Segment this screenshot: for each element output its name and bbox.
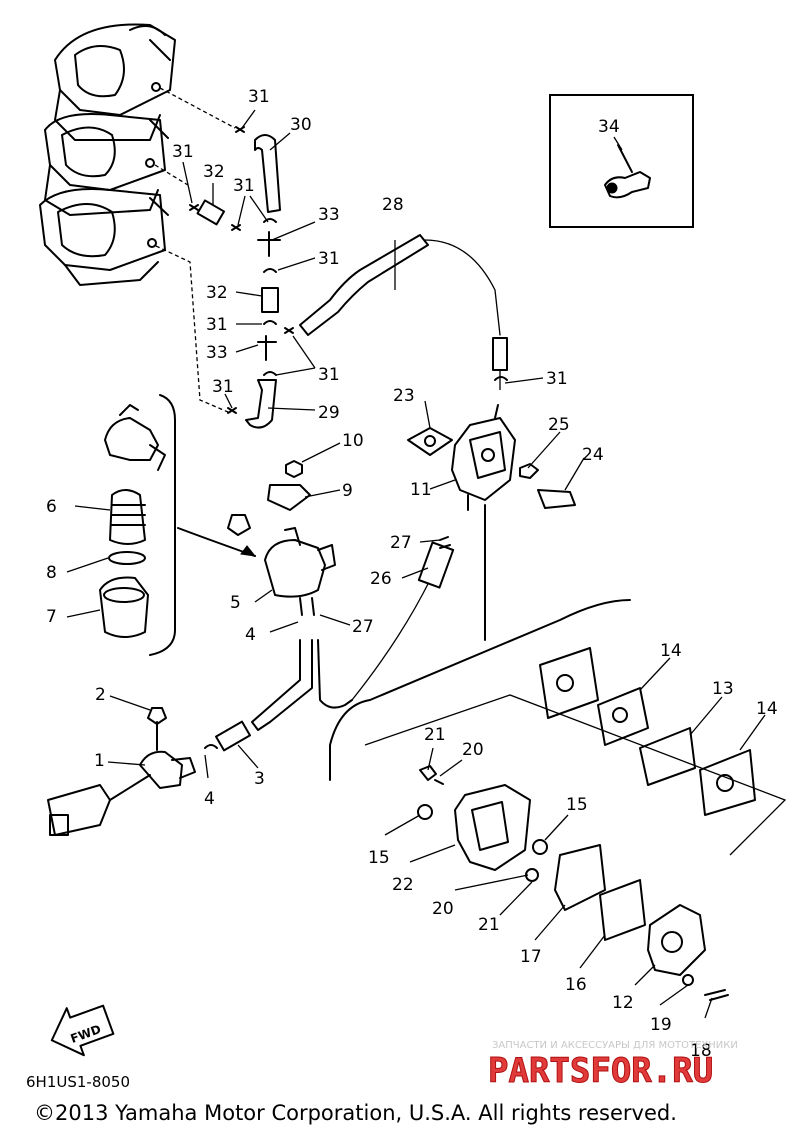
callout-14: 14 [756,699,778,719]
callout-31: 31 [212,377,234,397]
callout-16: 16 [565,975,587,995]
callout-18: 18 [690,1041,712,1061]
callout-21: 21 [424,725,446,745]
callout-28: 28 [382,195,404,215]
callout-25: 25 [548,415,570,435]
callout-7: 7 [46,607,57,627]
callout-11: 11 [410,480,432,500]
callout-17: 17 [520,947,542,967]
fuel-filter-5 [227,460,336,616]
callout-31: 31 [172,142,194,162]
pump-body-22 [417,765,548,882]
fuel-filter-exploded [99,404,166,638]
callout-23: 23 [393,386,415,406]
callout-2: 2 [95,685,106,705]
callout-31: 31 [206,315,228,335]
fuel-hose-28 [299,234,508,371]
callout-4: 4 [245,625,256,645]
callout-31: 31 [318,249,340,269]
watermark-tagline: ЗАПЧАСТИ И АКСЕССУАРЫ ДЛЯ МОТОТЕХНИКИ [492,1040,738,1051]
callout-15: 15 [368,848,390,868]
hose-assembly-left [196,134,281,429]
callout-30: 30 [290,115,312,135]
callout-31: 31 [233,176,255,196]
callout-14: 14 [660,641,682,661]
callout-24: 24 [582,445,604,465]
callout-1: 1 [94,751,105,771]
copyright-notice: ©2013 Yamaha Motor Corporation, U.S.A. A… [34,1101,677,1125]
callout-31: 31 [248,87,270,107]
callout-labels: 31 30 31 32 31 33 31 32 31 33 31 31 29 2… [46,87,778,1061]
gaskets-13-14 [539,647,756,816]
callout-19: 19 [650,1015,672,1035]
watermark-brand: PARTSFOR.RU [488,1051,713,1091]
callout-31: 31 [318,365,340,385]
callout-22: 22 [392,875,414,895]
carburetor-assembly [39,23,176,286]
callout-32: 32 [206,283,228,303]
gasket-plane-outline [364,694,787,856]
callout-13: 13 [712,679,734,699]
callout-4: 4 [204,789,215,809]
part-code: 6H1US1-8050 [26,1073,130,1091]
callout-34: 34 [598,117,620,137]
exploded-bracket [329,599,631,781]
fwd-label: FWD [69,1022,103,1046]
fuel-connector [47,707,218,836]
callout-leader-lines [66,109,766,1019]
callout-12: 12 [612,993,634,1013]
callout-33: 33 [318,205,340,225]
callout-8: 8 [46,563,57,583]
callout-27: 27 [390,533,412,553]
arrow-head [240,545,257,557]
callout-15: 15 [566,795,588,815]
callout-31: 31 [546,369,568,389]
callout-6: 6 [46,497,57,517]
callout-33: 33 [206,343,228,363]
callout-20: 20 [462,740,484,760]
filter-bracket [149,394,176,656]
pump-cover-12 [647,904,729,1001]
callout-5: 5 [230,593,241,613]
callout-3: 3 [254,769,265,789]
callout-9: 9 [342,481,353,501]
callout-32: 32 [203,162,225,182]
inset-box [549,94,694,228]
callout-29: 29 [318,403,340,423]
callout-27: 27 [352,617,374,637]
callout-20: 20 [432,899,454,919]
dashed-leader-lines [154,87,236,413]
gaskets-16-17 [554,844,646,941]
fuel-pump-11 [407,404,576,511]
callout-21: 21 [478,915,500,935]
hose-3-26-path [215,536,455,752]
hose-clips [189,126,508,414]
callout-10: 10 [342,431,364,451]
callout-26: 26 [370,569,392,589]
fwd-arrow [50,1004,115,1057]
